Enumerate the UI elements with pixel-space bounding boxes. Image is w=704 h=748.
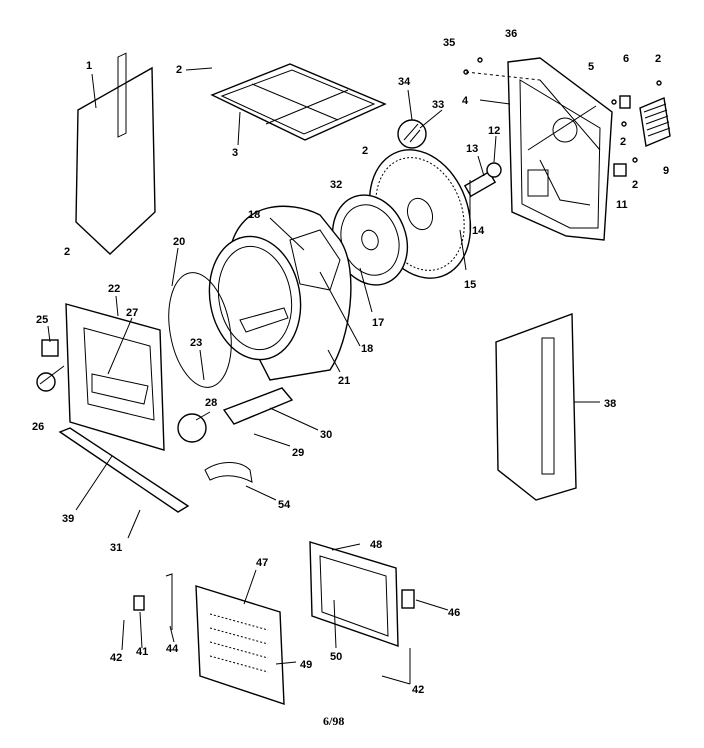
part-top-panel — [210, 63, 387, 141]
callout: 54 — [278, 499, 291, 511]
callout: 18 — [248, 209, 260, 221]
callout: 2 — [64, 246, 70, 258]
callout: 29 — [292, 447, 304, 459]
callout: 18 — [361, 343, 373, 355]
callout: 49 — [300, 659, 312, 671]
callout: 21 — [338, 375, 350, 387]
callout-labels: 1 2 3 35 36 5 6 2 4 34 33 2 13 12 2 9 2 … — [32, 28, 669, 696]
callout: 34 — [398, 76, 411, 88]
callout: 11 — [616, 199, 628, 211]
callout: 26 — [32, 421, 44, 433]
part-right-side-panel — [495, 313, 577, 501]
callout: 33 — [432, 99, 444, 111]
callout: 17 — [372, 317, 384, 329]
callout: 42 — [412, 684, 424, 696]
callout: 41 — [136, 646, 148, 658]
callout: 14 — [472, 225, 485, 237]
part-drum — [208, 205, 352, 381]
callout: 25 — [36, 314, 48, 326]
callout: 36 — [505, 28, 517, 40]
part-access-panel — [195, 585, 285, 705]
callout: 30 — [320, 429, 332, 441]
callout: 2 — [176, 64, 182, 76]
callout: 9 — [663, 165, 669, 177]
part-vent-grille — [639, 97, 671, 147]
callout: 35 — [443, 37, 455, 49]
callout: 50 — [330, 651, 342, 663]
callout: 27 — [126, 307, 138, 319]
callout: 6 — [623, 53, 629, 65]
callout: 15 — [464, 279, 476, 291]
part-drum-seal — [168, 272, 232, 388]
callout: 1 — [86, 60, 92, 72]
callout: 22 — [108, 283, 120, 295]
callout: 47 — [256, 557, 268, 569]
callout: 20 — [173, 236, 185, 248]
callout: 48 — [370, 539, 382, 551]
page-date-code: 6/98 — [323, 714, 344, 728]
callout: 2 — [620, 136, 626, 148]
part-rear-hardware — [463, 57, 662, 177]
callout: 28 — [205, 397, 217, 409]
callout: 12 — [488, 125, 500, 137]
part-idler-bracket — [397, 119, 427, 149]
callout: 23 — [190, 337, 202, 349]
part-front-panel — [65, 303, 165, 451]
part-support-bracket — [222, 387, 294, 425]
callout: 46 — [448, 607, 460, 619]
callout: 13 — [466, 143, 478, 155]
part-motor-shaft — [463, 162, 502, 198]
callout: 39 — [62, 513, 74, 525]
callout: 2 — [362, 145, 368, 157]
part-left-side-panel — [75, 52, 156, 255]
callout: 31 — [110, 542, 122, 554]
part-rear-access-door — [309, 541, 399, 647]
part-small-block — [401, 589, 415, 609]
part-door-switch — [177, 413, 207, 443]
callout: 5 — [588, 61, 594, 73]
part-clip-rod — [133, 573, 173, 630]
leader-lines — [39, 67, 600, 685]
part-rear-panel — [507, 57, 613, 241]
callout: 38 — [604, 398, 616, 410]
callout: 4 — [462, 95, 469, 107]
part-toe-panel — [58, 427, 190, 513]
callout: 42 — [110, 652, 122, 664]
callout: 3 — [232, 147, 238, 159]
part-wire-harness — [204, 462, 253, 483]
callout: 2 — [632, 179, 638, 191]
callout: 2 — [655, 53, 661, 65]
callout: 32 — [330, 179, 342, 191]
callout: 44 — [166, 643, 179, 655]
